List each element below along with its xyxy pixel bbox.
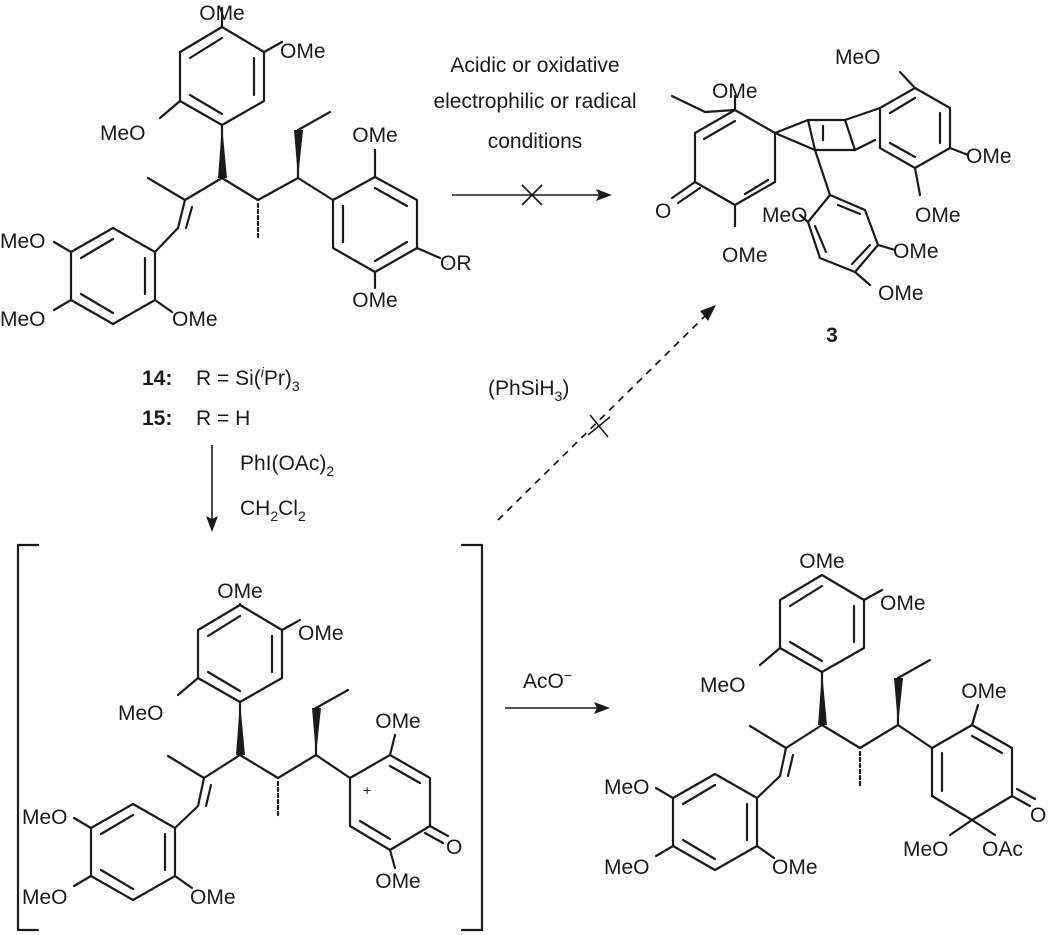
meo-label: MeO [0, 308, 46, 331]
cation-charge: + [363, 782, 371, 798]
condition-line-1: Acidic or oxidative [450, 54, 619, 77]
subscript: 3 [292, 378, 300, 394]
oac-label: OAc [982, 838, 1023, 861]
o-label: O [446, 836, 462, 859]
dashed-reaction-arrow [497, 305, 716, 521]
svg-text:14:: 14: [142, 367, 172, 390]
ome-label: OMe [722, 244, 768, 267]
meo-label: MeO [22, 886, 68, 909]
condition-line-3: conditions [488, 130, 583, 153]
meo-label: MeO [0, 230, 46, 253]
meo-label: MeO [604, 776, 650, 799]
ome-label: OMe [352, 124, 398, 147]
meo-label: MeO [700, 674, 746, 697]
svg-text:R = Si(iPr)3: R = Si(iPr)3 [196, 364, 300, 394]
meo-label: MeO [835, 46, 881, 69]
superscript: − [564, 667, 572, 683]
ome-label: OMe [799, 550, 845, 573]
pr-text: Pr) [264, 367, 292, 390]
acetate-arrow [505, 702, 610, 714]
subscript: 2 [270, 508, 278, 524]
silane-text: (PhSiH [488, 377, 555, 400]
o-label: O [1030, 804, 1046, 827]
compound-label-15: 15: R = H [142, 407, 250, 430]
r-group-text: R = Si( [196, 367, 261, 390]
ome-label: OMe [915, 204, 961, 227]
ome-label: OMe [375, 710, 421, 733]
ome-label: OMe [880, 592, 926, 615]
intermediate-brackets [16, 543, 484, 932]
meo-label: MeO [118, 702, 164, 725]
ring-right-aryl [331, 148, 442, 290]
subscript: 2 [326, 463, 334, 479]
down-reaction-arrow [206, 445, 218, 532]
aliphatic-chain [146, 110, 335, 254]
ome-label: OMe [199, 2, 245, 25]
ome-label: OMe [375, 870, 421, 893]
compound-number: 14: [142, 367, 172, 390]
meo-label: MeO [22, 806, 68, 829]
compound-label-14: 14: R = Si(iPr)3 [142, 364, 300, 394]
meo-label: MeO [100, 122, 146, 145]
subscript: 2 [298, 508, 306, 524]
silane-text: ) [562, 377, 569, 400]
ome-label: OMe [772, 856, 818, 879]
r-group-text: R = H [196, 407, 250, 430]
ome-label: OMe [712, 80, 758, 103]
ring-left-aryl [52, 226, 174, 326]
silane-label: (PhSiH3) [488, 377, 569, 404]
reagent-text: Cl [278, 497, 298, 520]
reagent-phio: PhI(OAc)2 [240, 452, 334, 479]
ome-label: OMe [352, 289, 398, 312]
reagent-text: PhI(OAc) [240, 452, 326, 475]
ome-label: OMe [298, 622, 344, 645]
structure-product [654, 573, 1037, 872]
ome-label: OMe [878, 282, 924, 305]
ring-top-aryl [158, 6, 284, 127]
ome-label: OMe [961, 680, 1007, 703]
ome-label: OMe [172, 308, 218, 331]
meo-label: MeO [604, 856, 650, 879]
acetate-text: AcO [523, 670, 564, 693]
top-reaction-arrow [452, 184, 612, 206]
ome-label: OMe [217, 580, 263, 603]
or-label: OR [440, 252, 472, 275]
acetate-label: AcO− [523, 667, 572, 693]
structure-3 [670, 70, 970, 287]
superscript: i [261, 364, 265, 380]
subscript: 3 [555, 388, 563, 404]
condition-line-2: electrophilic or radical [433, 90, 636, 113]
ome-label: OMe [966, 145, 1012, 168]
ome-label: OMe [280, 40, 326, 63]
meo-label: MeO [762, 204, 808, 227]
structure-14-15: OMe OMe MeO [0, 2, 472, 331]
reagent-ch2cl2: CH2Cl2 [240, 497, 306, 524]
reagent-text: CH [240, 497, 270, 520]
meo-label: MeO [903, 838, 949, 861]
structure-intermediate [72, 602, 450, 902]
ome-label: OMe [893, 240, 939, 263]
ome-label: OMe [190, 886, 236, 909]
compound-number-3: 3 [826, 324, 838, 347]
o-label: O [655, 200, 671, 223]
compound-number: 15: [142, 407, 172, 430]
